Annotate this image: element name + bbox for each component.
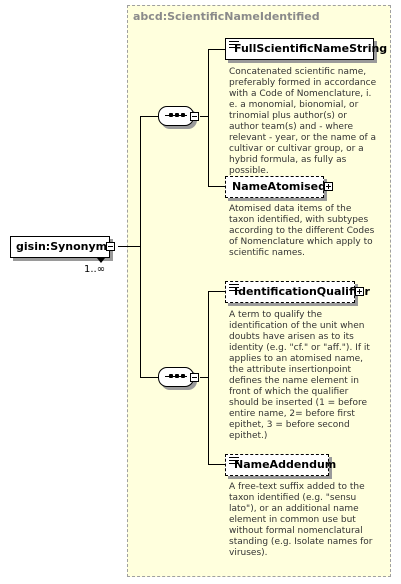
mandatory-lines-icon [229, 284, 239, 291]
collapse-icon[interactable] [190, 112, 199, 121]
element-label: NameAddendum [234, 458, 337, 471]
sequence-dot-icon [175, 374, 179, 378]
sequence-compositor-2[interactable] [158, 367, 194, 387]
seq2-trunk [208, 291, 209, 464]
sequence-dot-icon [175, 113, 179, 117]
seq2-connector [200, 377, 208, 378]
branch-bottom [140, 377, 158, 378]
seq1-connector [200, 116, 208, 117]
element-label: NameAtomised [232, 180, 326, 193]
seq1-trunk [208, 49, 209, 186]
type-name-label: abcd:ScientificNameIdentified [133, 10, 320, 23]
seq1-to-fullname [208, 49, 225, 50]
seq1-to-atomised [208, 186, 225, 187]
element-label: IdentificationQualifier [234, 285, 370, 298]
chevron-down-icon [97, 258, 105, 263]
element-name-atomised[interactable]: NameAtomised [225, 176, 326, 198]
element-name-addendum[interactable]: NameAddendum [225, 454, 336, 476]
sequence-dot-icon [181, 113, 185, 117]
branch-trunk [140, 116, 141, 378]
sequence-dot-icon [169, 113, 173, 117]
element-documentation: Concatenated scientific name, preferably… [229, 67, 377, 176]
mandatory-lines-icon [229, 457, 239, 464]
seq2-to-qualifier [208, 291, 225, 292]
collapse-icon[interactable] [106, 242, 115, 251]
sequence-dot-icon [169, 374, 173, 378]
root-element-box[interactable]: gisin:Synonym [10, 236, 110, 258]
plus-icon[interactable] [355, 287, 364, 296]
element-documentation: A free-text suffix added to the taxon id… [229, 482, 373, 558]
seq2-to-addendum [208, 464, 225, 465]
element-documentation: A term to qualify the identification of … [229, 310, 370, 441]
root-connector [118, 246, 140, 247]
branch-top [140, 116, 158, 117]
element-documentation: Atomised data items of the taxon identif… [229, 204, 375, 258]
plus-icon[interactable] [324, 182, 333, 191]
element-full-scientific-name-string[interactable]: FullScientificNameString [225, 38, 387, 60]
mandatory-lines-icon [229, 41, 239, 48]
root-element-label: gisin:Synonym [16, 240, 108, 253]
element-label: FullScientificNameString [234, 42, 388, 55]
root-cardinality: 1..∞ [84, 264, 106, 275]
element-identification-qualifier[interactable]: IdentificationQualifier [225, 281, 370, 303]
sequence-compositor-1[interactable] [158, 106, 194, 126]
sequence-dot-icon [181, 374, 185, 378]
collapse-icon[interactable] [190, 373, 199, 382]
